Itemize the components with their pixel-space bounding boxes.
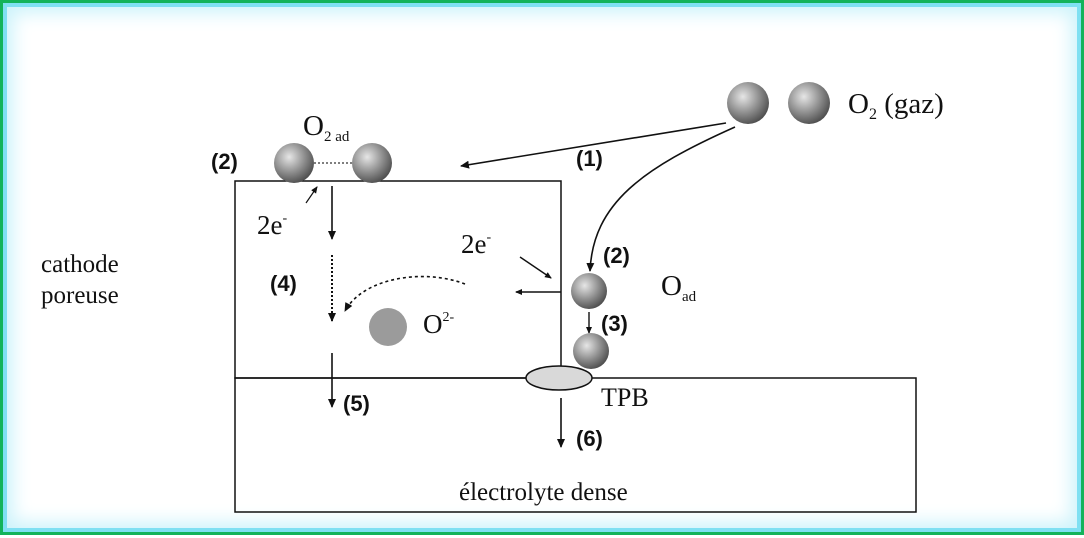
step1-label: (1) [576,146,603,171]
step5-label: (5) [343,391,370,416]
tpb-atom [573,333,609,369]
step2-top-label: (2) [211,149,238,174]
step3-label: (3) [601,311,628,336]
arrow-surface-to-oxide-dotted [344,275,466,312]
o2-gas-atom-left [727,82,769,124]
oxygen-reduction-diagram: O2 (gaz) O2 ad (2) (1) 2e- (4) O2- (5) 2… [41,82,944,513]
cathode-label-line1: cathode [41,251,119,278]
o2-ad-atom-right [352,143,392,183]
tpb-ellipse [525,365,593,391]
o2-ad-atom-left [274,143,314,183]
o-ad-atom [571,273,607,309]
arrow-electrons-to-o2ad [305,186,318,204]
step6-label: (6) [576,426,603,451]
oxide-ion [369,308,407,346]
step2-right-label: (2) [603,243,630,268]
step4-label: (4) [270,271,297,296]
electrolyte-label: électrolyte dense [459,479,628,506]
arrow-step1-to-surface [460,122,727,169]
cathode-label-line2: poreuse [41,282,119,309]
o2-gas-atom-right [788,82,830,124]
o2-ad-label: O2 ad [303,110,350,145]
arrow-step1-to-oad [586,126,736,272]
o-ad-label: Oad [661,270,697,305]
oxide-ion-label: O2- [423,309,455,339]
arrow-electrons-to-oad [519,256,552,279]
tpb-label: TPB [601,383,649,412]
o2-gas-label: O2 (gaz) [848,88,944,123]
electrons-right-label: 2e- [461,229,491,259]
electrons-left-label: 2e- [257,210,287,240]
